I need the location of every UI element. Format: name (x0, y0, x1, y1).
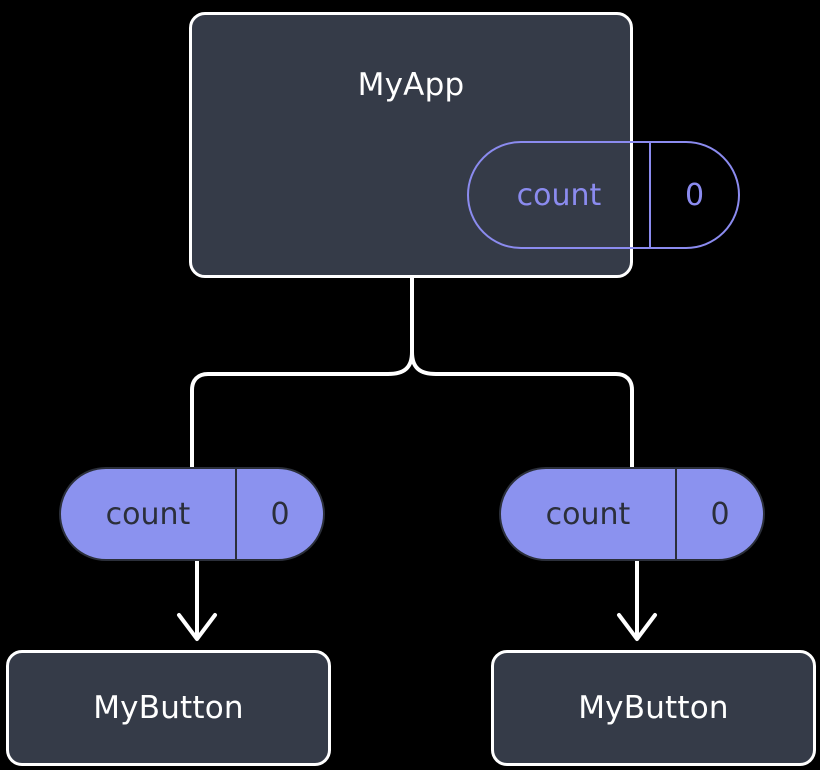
branch-left-state-key: count (105, 496, 191, 532)
branch-right-state-pill[interactable]: count 0 (499, 467, 765, 561)
root-state-key: count (516, 177, 602, 213)
child-component-left[interactable]: MyButton (6, 650, 331, 766)
branch-right-state-value: 0 (675, 469, 763, 559)
state-to-child-right-arrowhead (617, 613, 657, 641)
root-to-branches-connector (190, 275, 414, 472)
state-to-child-left-arrowhead (177, 613, 217, 641)
child-component-right-label: MyButton (578, 690, 729, 726)
branch-left-state-value: 0 (235, 469, 323, 559)
root-component-label: MyApp (357, 67, 465, 103)
root-state-value: 0 (649, 143, 738, 247)
child-component-right[interactable]: MyButton (491, 650, 816, 766)
branch-right-state-key: count (545, 496, 631, 532)
branch-left-state-pill[interactable]: count 0 (59, 467, 325, 561)
root-state-pill[interactable]: count 0 (467, 141, 740, 249)
child-component-left-label: MyButton (93, 690, 244, 726)
root-component[interactable]: MyApp count 0 (189, 12, 740, 278)
root-to-branches-connector-right (410, 275, 634, 472)
